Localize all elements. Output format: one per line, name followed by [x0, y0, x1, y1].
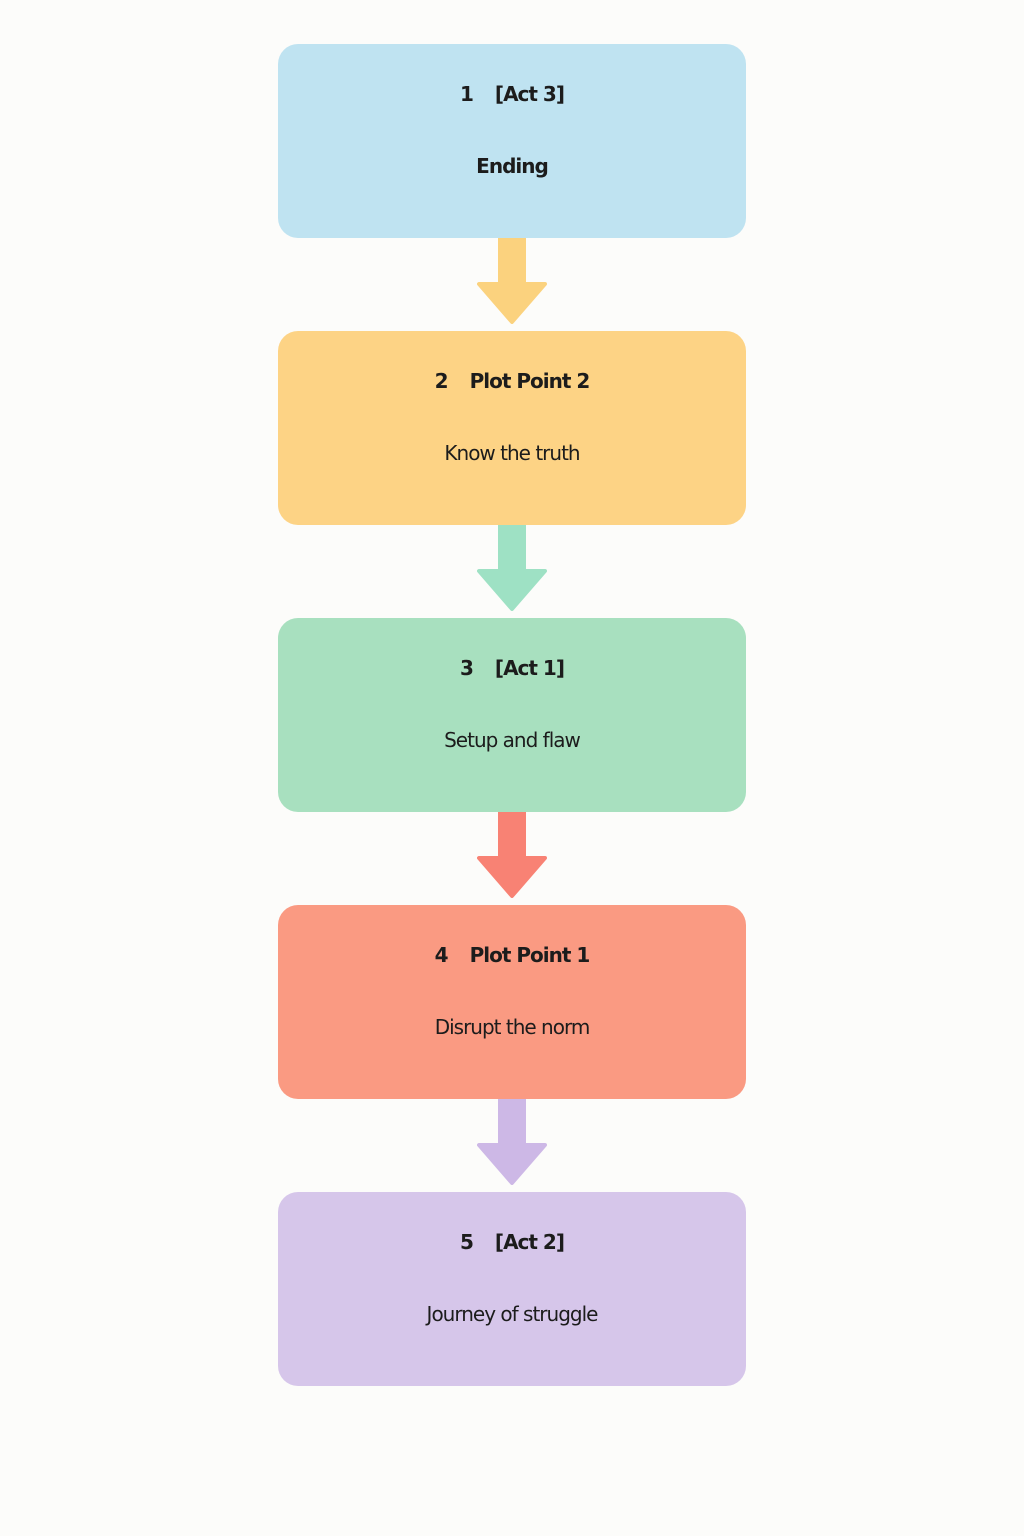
step-heading: 5 [Act 2]: [278, 1232, 746, 1252]
down-arrow-icon: [477, 812, 547, 898]
step-title: [Act 3]: [494, 82, 565, 106]
step-box-2: 2 Plot Point 2 Know the truth: [278, 331, 746, 525]
down-arrow-icon: [477, 238, 547, 324]
step-subtitle: Journey of struggle: [426, 1302, 599, 1326]
step-box-5: 5 [Act 2] Journey of struggle: [278, 1192, 746, 1386]
step-box-1: 1 [Act 3] Ending: [278, 44, 746, 238]
step-heading: 2 Plot Point 2: [278, 371, 746, 391]
down-arrow-icon: [477, 525, 547, 611]
step-title: [Act 2]: [494, 1230, 565, 1254]
down-arrow-icon: [477, 1099, 547, 1185]
step-subtitle: Ending: [476, 154, 549, 178]
step-heading: 3 [Act 1]: [278, 658, 746, 678]
step-heading: 1 [Act 3]: [278, 84, 746, 104]
step-box-3: 3 [Act 1] Setup and flaw: [278, 618, 746, 812]
step-heading: 4 Plot Point 1: [278, 945, 746, 965]
step-title: [Act 1]: [494, 656, 565, 680]
step-number: 4: [434, 943, 449, 967]
step-number: 1: [460, 82, 474, 106]
step-subtitle: Setup and flaw: [444, 728, 581, 752]
step-number: 3: [460, 656, 474, 680]
step-subtitle: Disrupt the norm: [434, 1015, 591, 1039]
step-number: 2: [434, 369, 449, 393]
step-title: Plot Point 2: [469, 369, 591, 393]
step-number: 5: [460, 1230, 474, 1254]
step-title: Plot Point 1: [469, 943, 591, 967]
step-box-4: 4 Plot Point 1 Disrupt the norm: [278, 905, 746, 1099]
step-subtitle: Know the truth: [444, 441, 580, 465]
